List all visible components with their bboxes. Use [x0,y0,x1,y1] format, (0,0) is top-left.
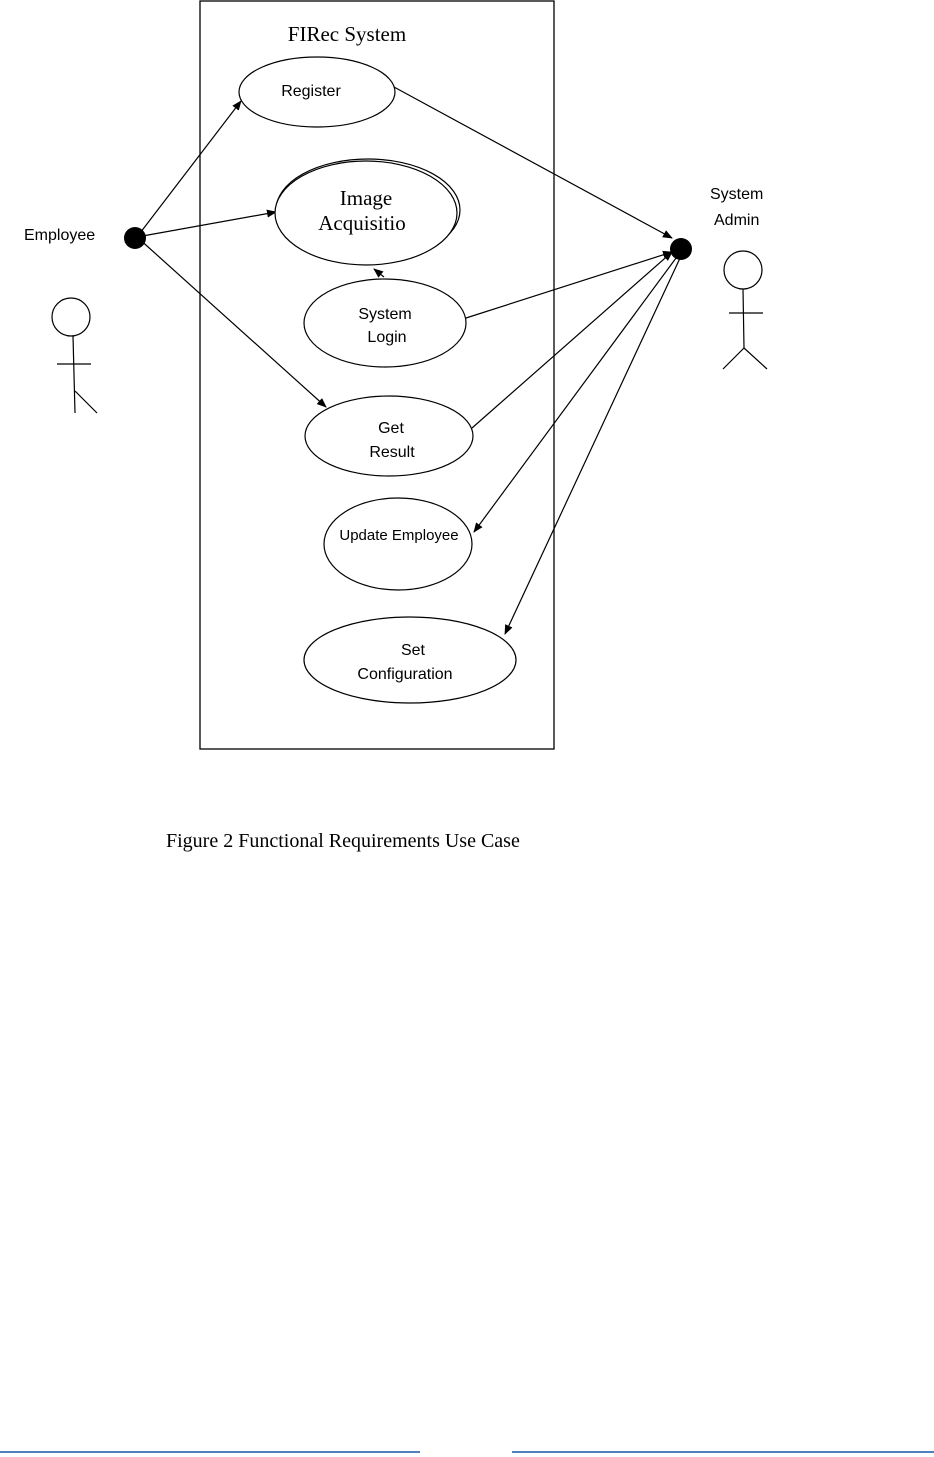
admin-endpoint [670,238,692,260]
use-case-update-employee-ellipse [323,497,473,591]
use-case-image-acquisition-line2: Acquisitio [318,211,406,235]
use-case-get-result: Get Result [304,395,474,477]
association-register-admin [393,86,673,239]
system-title: FIRec System [288,22,406,46]
use-case-system-login-ellipse [303,278,467,368]
association-login-image-acquisition [373,268,385,278]
use-case-set-configuration: Set Configuration [303,616,517,704]
use-case-update-employee-label: Update Employee [339,527,458,544]
footer-rule-left [0,1451,420,1453]
use-case-get-result-line1: Get [378,420,404,437]
use-case-register-label: Register [281,83,341,100]
use-case-system-login: System Login [303,278,467,368]
use-case-set-configuration-ellipse [303,616,517,704]
use-case-system-login-line1: System [358,306,411,323]
admin-label-line1: System [710,186,763,203]
use-case-get-result-line2: Result [369,444,415,461]
admin-actor-icon [722,250,768,370]
associations [136,86,682,635]
employee-actor-icon [51,297,98,414]
use-case-system-login-line2: Login [367,329,406,346]
use-case-update-employee: Update Employee [323,497,473,591]
association-employee-image-acquisition [136,209,277,238]
use-case-register-ellipse [238,56,396,128]
use-case-image-acquisition-line1: Image [340,186,392,210]
association-result-admin [471,251,673,429]
use-case-get-result-ellipse [304,395,474,477]
use-case-set-configuration-line1: Set [401,642,426,659]
employee-endpoint [124,227,146,249]
association-employee-get-result [136,236,327,408]
system-boundary [199,0,555,750]
use-case-set-configuration-line2: Configuration [357,666,452,683]
footer-rule-right [512,1451,934,1453]
use-case-image-acquisition: Image Acquisitio [274,158,461,266]
figure-caption: Figure 2 Functional Requirements Use Cas… [166,830,520,852]
association-employee-register [136,100,242,238]
use-case-image-acquisition-ellipse-inner [274,160,458,266]
association-login-admin [465,250,673,319]
association-admin-update-employee [473,253,680,533]
admin-label-line2: Admin [714,212,759,229]
use-case-register: Register [238,56,396,128]
employee-label: Employee [24,227,95,244]
association-admin-set-configuration [504,255,682,635]
